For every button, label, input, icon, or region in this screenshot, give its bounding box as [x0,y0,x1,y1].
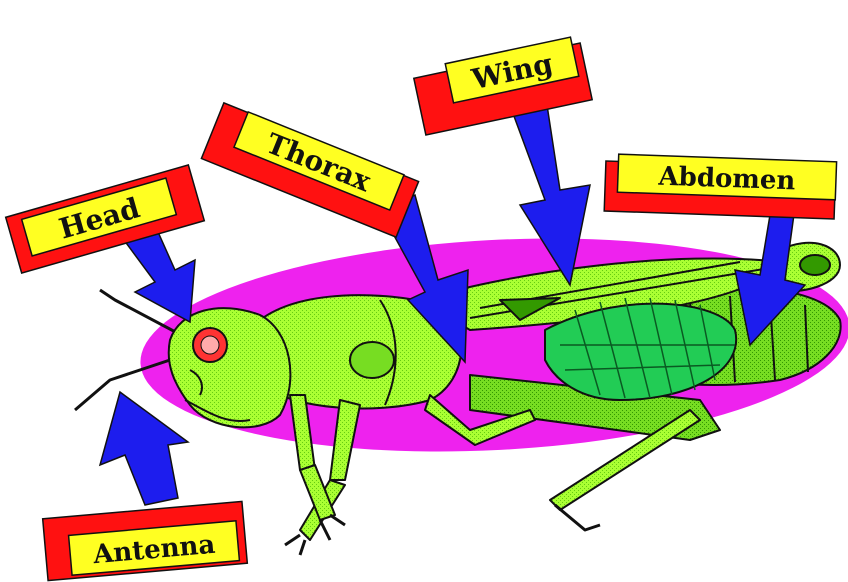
label-abdomen: Abdomen [604,154,836,219]
label-thorax: Thorax [201,103,418,237]
label-abdomen-text: Abdomen [657,162,796,197]
antenna-arrow [100,392,188,505]
label-wing: Wing [414,37,592,135]
label-antenna: Antenna [43,501,248,580]
label-head: Head [6,165,205,273]
